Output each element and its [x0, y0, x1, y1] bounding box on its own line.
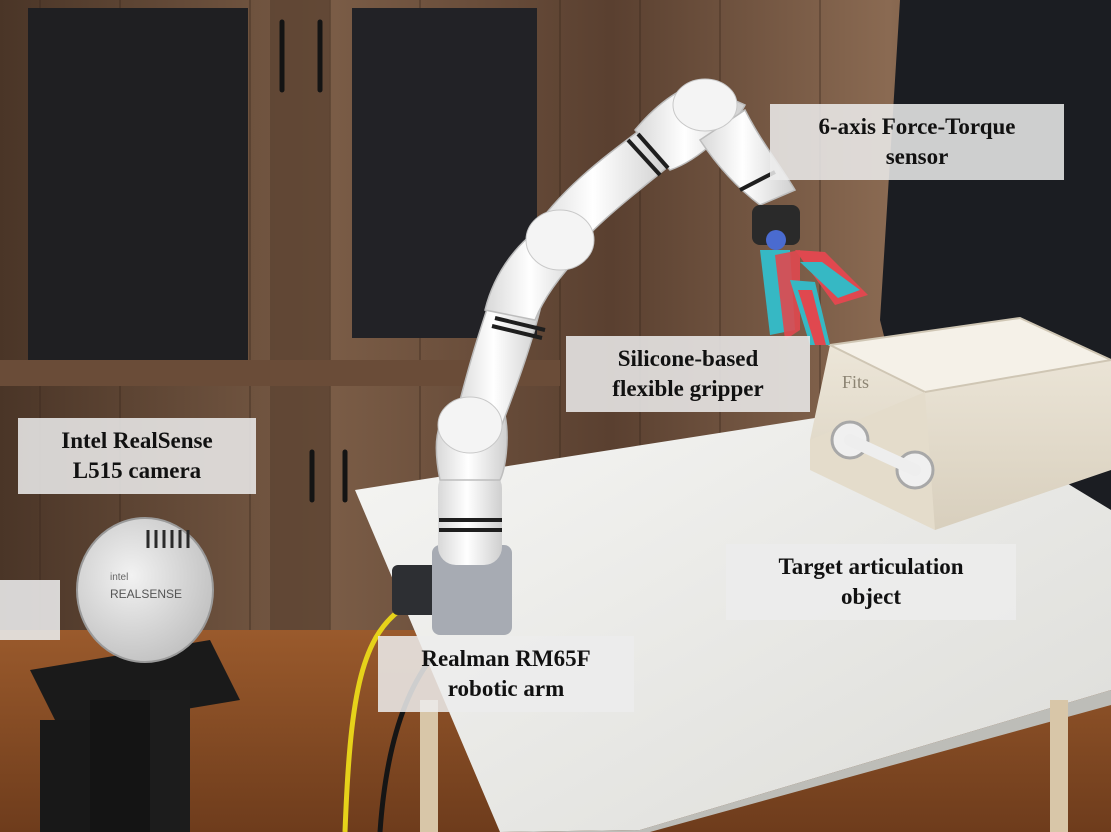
arm-base: [432, 545, 512, 635]
label-force-torque-line1: 6-axis Force-Torque: [818, 114, 1016, 139]
label-camera: Intel RealSense L515 camera: [18, 418, 256, 494]
camera-product-text: REALSENSE: [110, 587, 182, 601]
arm-lower-link: [438, 470, 502, 565]
label-arm-line1: Realman RM65F: [421, 646, 591, 671]
label-camera-line2: L515 camera: [72, 458, 202, 483]
camera-tripod: [30, 640, 240, 832]
label-force-torque-sensor: 6-axis Force-Torque sensor: [770, 104, 1064, 180]
label-gripper-line1: Silicone-based: [617, 346, 759, 371]
label-gripper-line2: flexible gripper: [612, 376, 764, 401]
label-robotic-arm: Realman RM65F robotic arm: [378, 636, 634, 712]
label-camera-line1: Intel RealSense: [61, 428, 213, 453]
label-target-object: Target articulation object: [726, 544, 1016, 620]
camera-brand-text: intel: [110, 572, 128, 583]
label-force-torque-line2: sensor: [885, 144, 949, 169]
label-gripper: Silicone-based flexible gripper: [566, 336, 810, 412]
label-target-line1: Target articulation: [778, 554, 964, 579]
box-handle-bar: [844, 434, 921, 476]
label-target-line2: object: [840, 584, 902, 609]
silicone-gripper: [760, 250, 868, 345]
realsense-camera: intel REALSENSE: [76, 517, 214, 663]
label-arm-line2: robotic arm: [447, 676, 565, 701]
cabinet-glass-left: [28, 8, 248, 363]
force-torque-sensor: [752, 205, 800, 245]
table-leg: [420, 700, 438, 832]
box-logo: Fits: [842, 372, 869, 392]
